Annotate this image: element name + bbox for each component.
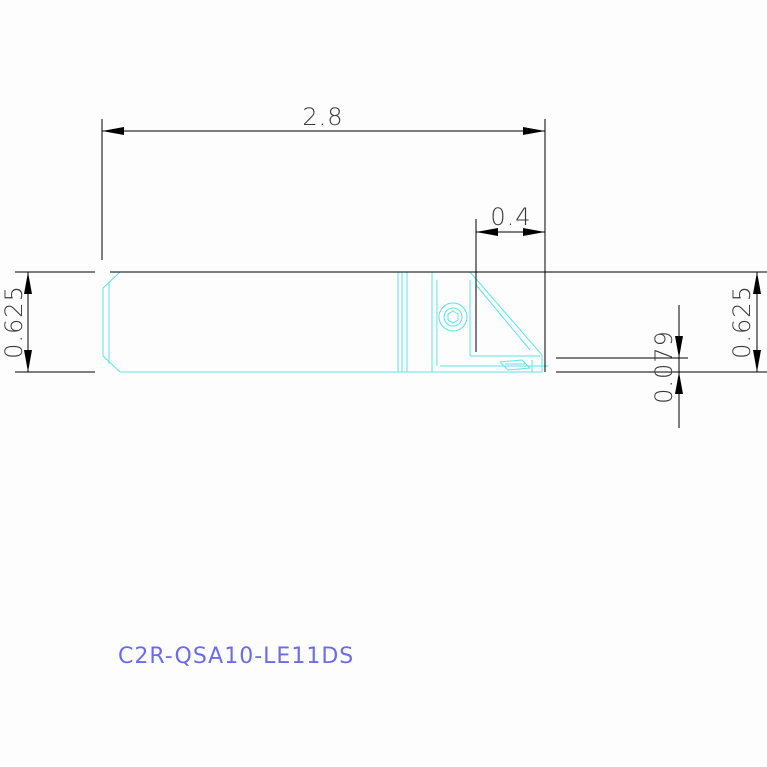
insert-edge-line (475, 284, 531, 351)
dimension-overall-length: 2.8 (101, 103, 546, 372)
clamp-screw-icon (438, 302, 468, 332)
arrowhead-left (102, 127, 124, 135)
arrowhead-right (523, 228, 545, 236)
dimension-shank-height-left: 0.625 (0, 272, 32, 372)
hex-socket-icon (447, 310, 459, 324)
head-outline (432, 271, 543, 373)
dimension-text-shank-height-right: 0.625 (728, 285, 756, 359)
arrowhead-right (523, 127, 545, 135)
arrowhead-left (476, 228, 498, 236)
arrowhead-bottom (753, 350, 761, 372)
model-number-label: C2R-QSA10-LE11DS (118, 644, 354, 669)
dimension-text-shank-height-left: 0.625 (0, 285, 28, 359)
head-body (407, 271, 433, 373)
arrowhead-bottom (24, 350, 32, 372)
dimension-head-length: 0.4 (475, 203, 545, 352)
clamp-screw-inner (443, 307, 463, 327)
arrowhead-top (753, 272, 761, 294)
insert-tip (499, 359, 532, 371)
shank-outline (102, 271, 398, 373)
tool-holder-outline (102, 271, 548, 373)
dimension-text-overall-length: 2.8 (302, 103, 343, 131)
arrowhead-top (675, 336, 683, 358)
dimension-text-head-length: 0.4 (490, 203, 531, 231)
dimension-tip-offset: 0.079 (650, 305, 683, 428)
arrowhead-top (24, 272, 32, 294)
dimension-shank-height-right: 0.625 (728, 272, 761, 372)
arrowhead-bottom (675, 372, 683, 394)
dimension-text-tip-offset: 0.079 (650, 330, 678, 404)
